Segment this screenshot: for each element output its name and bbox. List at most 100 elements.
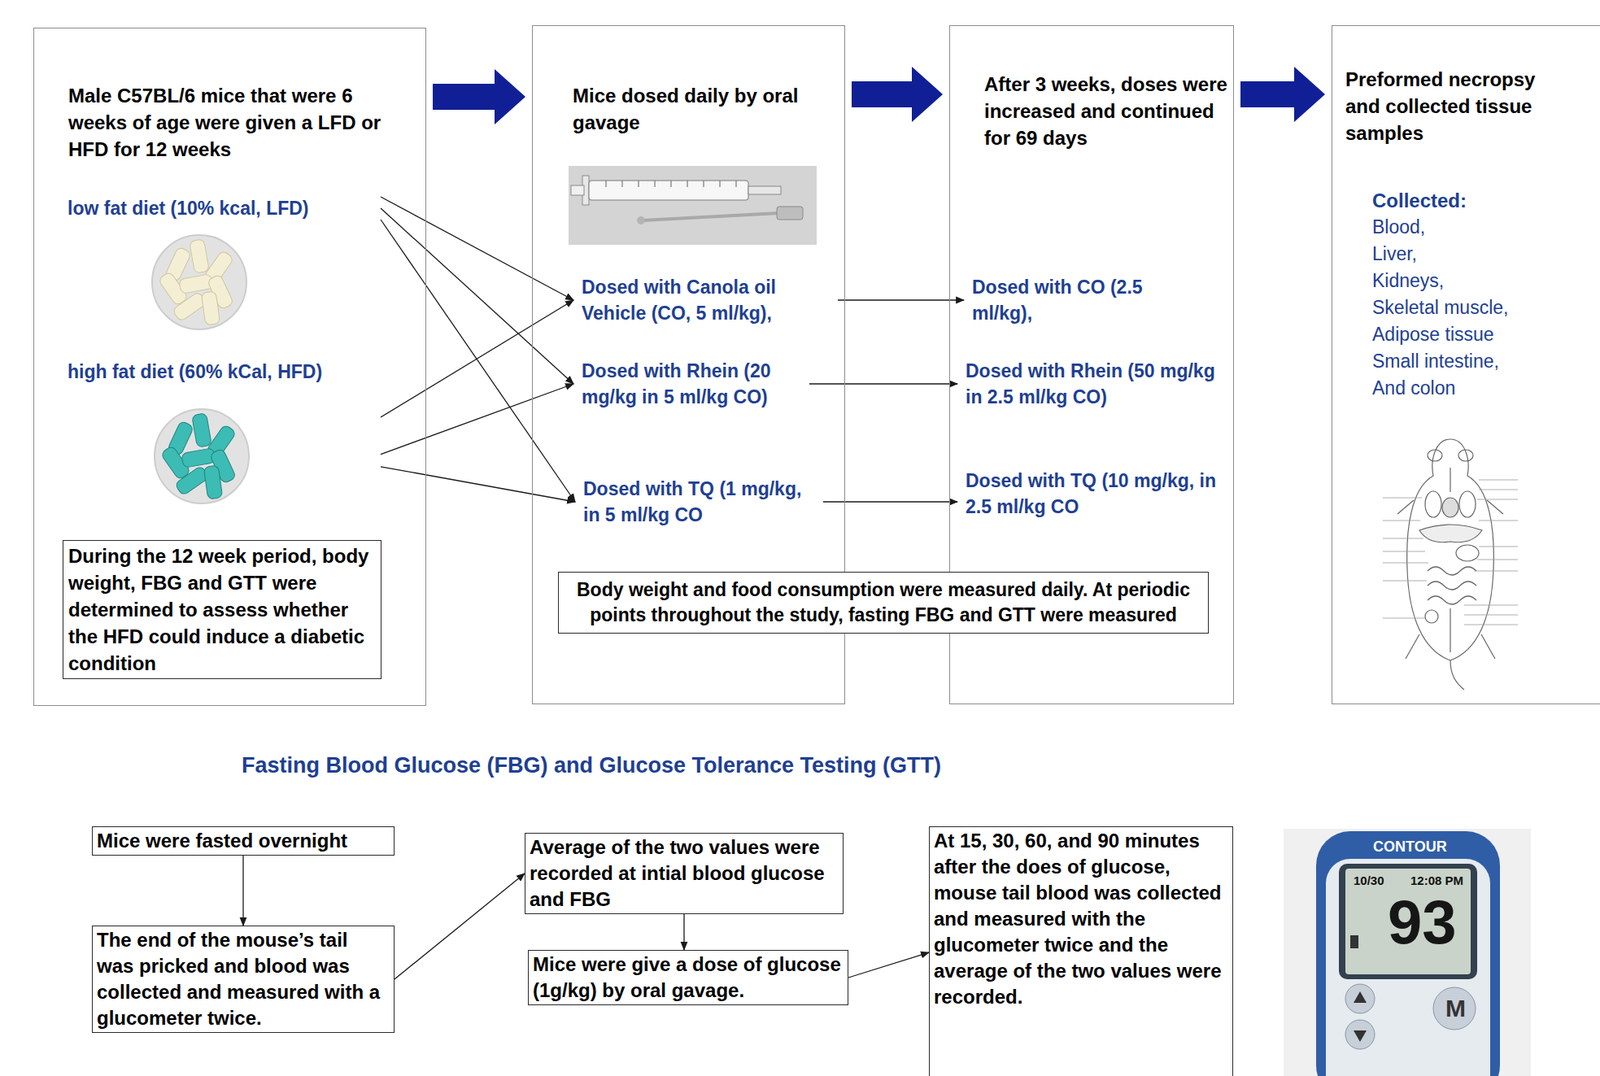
screen-icon: [1350, 935, 1359, 949]
pellet: [189, 239, 210, 275]
pellet: [174, 465, 210, 497]
mouse-outline: [1407, 439, 1495, 661]
note-box: Body weight and food consumption were me…: [558, 571, 1209, 634]
connector-line: [380, 219, 576, 502]
trachea: [1449, 467, 1451, 493]
node-text: And colon: [1372, 374, 1600, 402]
pellet: [200, 291, 220, 326]
up-triangle: [1353, 991, 1367, 1003]
connector-line: [837, 299, 964, 301]
meter-button: [1433, 987, 1476, 1030]
down-triangle: [1353, 1030, 1367, 1042]
colon: [1449, 608, 1451, 653]
meter-button: [1345, 984, 1375, 1014]
node-text: Small intestine,: [1372, 348, 1600, 375]
process-box: Mice were fasted overnight: [91, 826, 395, 856]
screen: [1345, 868, 1471, 975]
connector-line: [394, 873, 525, 980]
pellet: [181, 448, 217, 469]
leader-lines: [1464, 479, 1518, 625]
hfd-pellets: [154, 409, 249, 504]
leader-lines: [1382, 497, 1429, 619]
pellet: [203, 465, 223, 500]
node-text: Average of the two values were recorded …: [529, 834, 839, 913]
needle-hub: [776, 206, 803, 220]
block-arrow: [851, 66, 943, 123]
syringe-ticks: [605, 180, 737, 188]
meter-date: 10/30: [1353, 874, 1385, 887]
photo-ground: [568, 165, 817, 245]
node-text: Dosed with Rhein (20 mg/kg in 5 ml/kg CO…: [581, 357, 802, 410]
node-text: Body weight and food consumption were me…: [568, 577, 1199, 628]
meter-time: 12:08 PM: [1410, 874, 1464, 887]
process-box: At 15, 30, 60, and 90 minutes after the …: [928, 826, 1234, 1076]
meter-reading: 93: [1387, 891, 1457, 954]
mouse-ear: [1427, 449, 1443, 462]
node-text: Blood,: [1372, 213, 1600, 241]
node-text: Dosed with CO (2.5 ml/kg),: [972, 274, 1192, 327]
dose-label: Dosed with CO (2.5 ml/kg),: [963, 270, 1200, 330]
node-text: Dosed with TQ (10 mg/kg, in 2.5 ml/kg CO: [965, 467, 1218, 520]
mouse-limbs: [1397, 500, 1504, 690]
heart: [1442, 497, 1459, 518]
intestine: [1427, 566, 1477, 605]
section-title: Fasting Blood Glucose (FBG) and Glucose …: [241, 754, 942, 777]
gavage-needle: [642, 213, 780, 221]
node-text: At 15, 30, 60, and 90 minutes after the …: [933, 828, 1229, 1011]
glucometer-photo: [1283, 828, 1531, 1076]
pellet: [191, 413, 213, 449]
node-text: Mice dosed daily by oral gavage: [572, 82, 801, 136]
node-text: Mice were give a dose of glucose (1g/kg)…: [532, 951, 844, 1004]
block-arrow: [432, 69, 526, 125]
block-arrow: [1240, 66, 1326, 123]
diet-label: high fat diet (60% kCal, HFD): [63, 355, 381, 511]
node-text: Adipose tissue: [1372, 321, 1600, 349]
plate: [154, 409, 249, 504]
meter-reading: 93: [1387, 891, 1457, 954]
meter-brand: CONTOUR: [1373, 839, 1448, 855]
meter-date: 10/30: [1353, 874, 1385, 887]
node-text: Skeletal muscle,: [1372, 294, 1600, 322]
plate: [152, 235, 247, 330]
connector-line: [848, 952, 929, 978]
needle-ball: [636, 216, 646, 225]
node-text: Dosed with Canola oil Vehicle (CO, 5 ml/…: [581, 274, 830, 327]
connector-line: [683, 914, 685, 951]
lung: [1459, 491, 1476, 518]
lfd-pellets: [152, 235, 247, 330]
syringe-plunger: [571, 185, 585, 196]
pellet: [171, 291, 207, 323]
meter-button-letter: M: [1445, 996, 1466, 1021]
dose-label: Dosed with TQ (10 mg/kg, in 2.5 ml/kg CO: [957, 464, 1226, 524]
mouse-ear: [1458, 449, 1474, 462]
diet-label: low fat diet (10% kcal, LFD): [63, 191, 381, 225]
connector-line: [809, 383, 958, 384]
node-text: The end of the mouse’s tail was pricked …: [96, 927, 390, 1032]
pellet: [178, 274, 214, 295]
lung: [1425, 491, 1442, 518]
meter-brand: CONTOUR: [1373, 839, 1448, 855]
mouse-anatomy: [1382, 439, 1518, 690]
connector-line: [380, 300, 574, 418]
liver: [1419, 524, 1483, 543]
syringe-barrel: [588, 180, 749, 201]
node-text: Male C57BL/6 mice that were 6 weeks of a…: [68, 82, 410, 163]
meter-face: [1325, 858, 1491, 1076]
node-text: high fat diet (60% kCal, HFD): [67, 358, 377, 385]
connector-line: [380, 383, 574, 455]
connector-line: [380, 208, 574, 384]
connector-line: [823, 501, 958, 502]
stage-panel: Male C57BL/6 mice that were 6 weeks of a…: [33, 27, 427, 707]
syringe-tip: [748, 186, 781, 195]
process-box: Mice were give a dose of glucose (1g/kg)…: [527, 950, 849, 1006]
note-box: During the 12 week period, body weight, …: [62, 540, 382, 680]
node-text: During the 12 week period, body weight, …: [68, 542, 376, 677]
dose-label: Dosed with TQ (1 mg/kg, in 5 ml/kg CO: [575, 472, 824, 532]
connector-line: [242, 855, 244, 926]
dose-label: Dosed with Rhein (20 mg/kg in 5 ml/kg CO…: [573, 354, 810, 414]
process-box: Average of the two values were recorded …: [524, 832, 844, 915]
